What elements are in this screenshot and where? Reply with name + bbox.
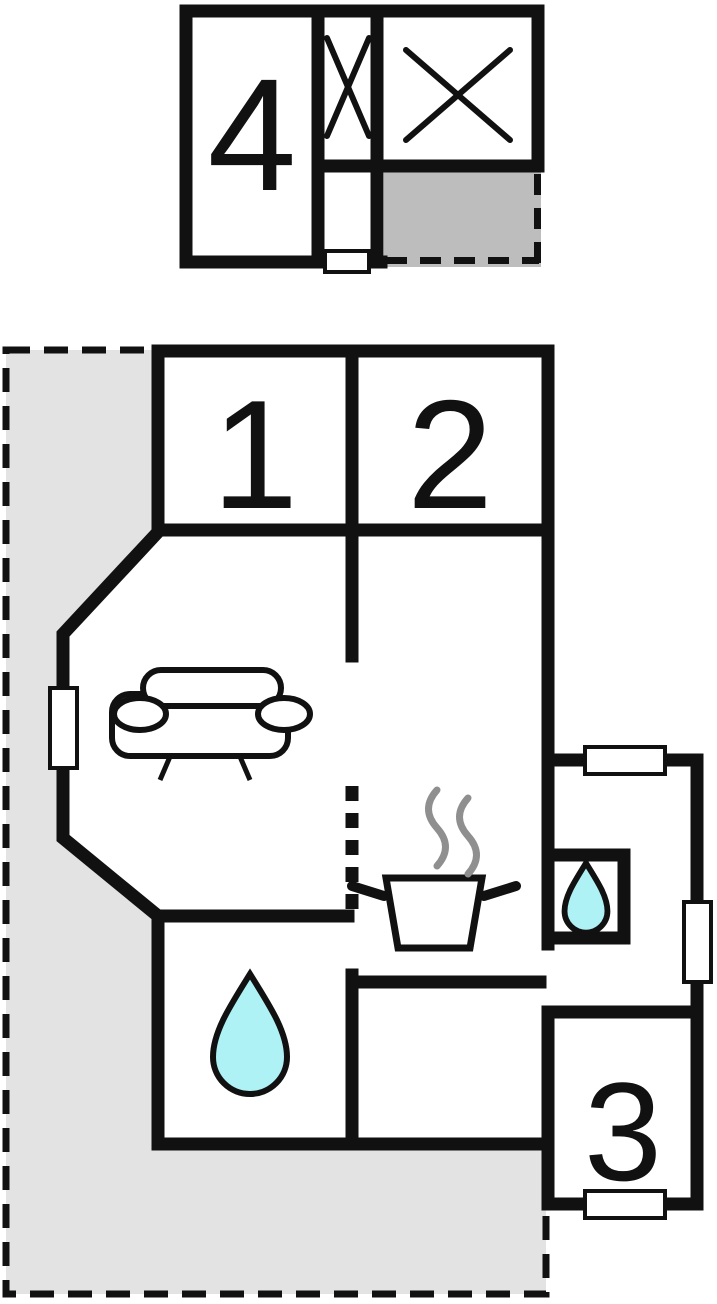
water-drop-small-icon bbox=[561, 857, 611, 936]
hall-right-window bbox=[682, 900, 713, 984]
annex-window bbox=[323, 249, 371, 274]
hall-top-window bbox=[583, 745, 667, 776]
annex-terrace-area bbox=[384, 172, 541, 267]
wardrobe-x-icon-2 bbox=[403, 47, 513, 143]
room-1-label: 1 bbox=[212, 368, 298, 541]
water-drop-large-icon bbox=[209, 968, 291, 1097]
stove-pot-icon bbox=[347, 874, 521, 952]
main-building: 1 2 3 bbox=[2, 344, 713, 1298]
room-3-window bbox=[583, 1189, 667, 1220]
room-3-label: 3 bbox=[584, 1053, 662, 1210]
sofa-icon bbox=[109, 667, 313, 781]
wardrobe-x-icon bbox=[324, 35, 372, 139]
steam-icon bbox=[425, 786, 480, 878]
room-2-label: 2 bbox=[407, 368, 493, 541]
annex-building: 4 bbox=[179, 4, 545, 274]
interior-walls bbox=[151, 344, 697, 1145]
living-room-window bbox=[48, 686, 79, 770]
room-4-label: 4 bbox=[208, 45, 297, 224]
annex-terrace-dashed-border bbox=[386, 174, 541, 264]
annex-walls bbox=[179, 4, 545, 269]
